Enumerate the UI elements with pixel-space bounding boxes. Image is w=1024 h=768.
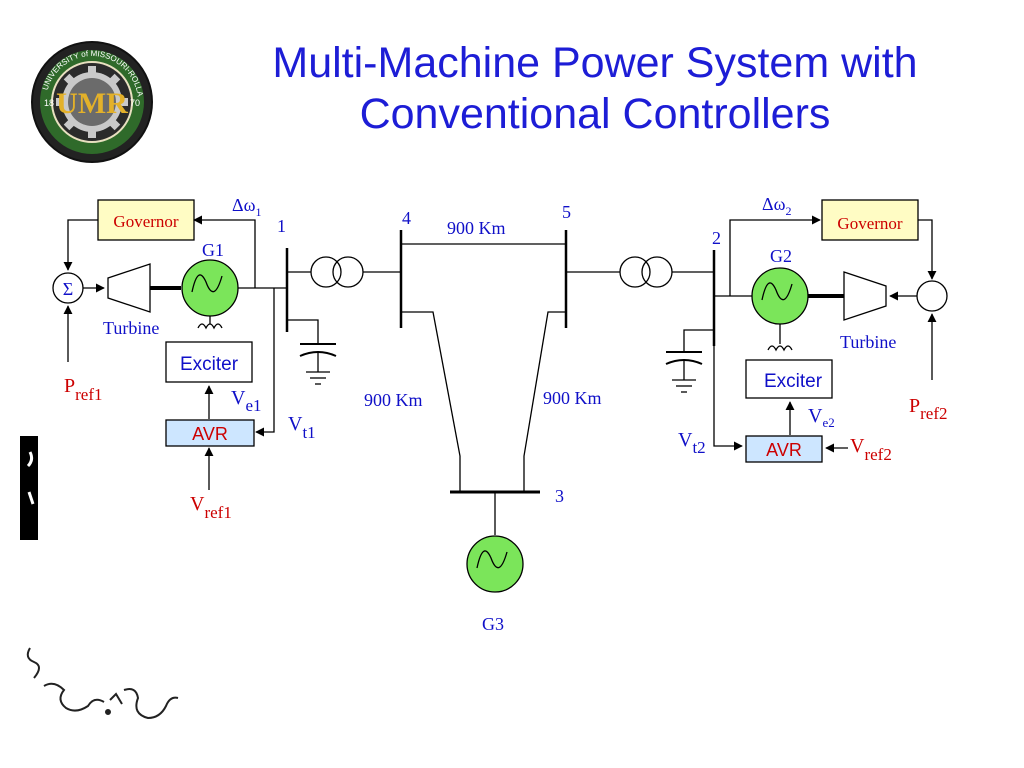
turbine-label-1: Turbine [103, 318, 159, 338]
left-machine: Governor Σ Exciter AVR [52, 199, 401, 490]
avr-label-1: AVR [192, 424, 228, 444]
governor-block-1 [97, 199, 195, 241]
page-title: Multi-Machine Power System with Conventi… [235, 38, 955, 140]
right-machine: Governor Exciter AVR [665, 199, 948, 463]
ve2-label: Ve2 [808, 405, 835, 430]
avr-label-2: AVR [766, 440, 802, 460]
bus-3-label: 3 [555, 486, 564, 506]
turbine-label-2: Turbine [840, 332, 896, 352]
generator-g1 [181, 259, 239, 317]
g3-label: G3 [482, 614, 504, 634]
network-labels: 4 5 900 Km 900 Km 900 Km 3 G3 [364, 202, 602, 634]
vref2-label: Vref2 [850, 435, 892, 464]
logo-year-left: 18 [44, 98, 54, 108]
bus-1-label: 1 [277, 216, 286, 236]
network [399, 230, 714, 593]
ve1-label: Ve1 [231, 387, 262, 415]
exciter-label-1: Exciter [180, 354, 239, 375]
logo-monogram: UMR [56, 87, 128, 120]
sigma-symbol-1: Σ [63, 279, 73, 299]
right-labels: 2 G2 Δω2 Turbine Pref2 Vref2 Ve2 Vt2 [678, 194, 948, 464]
g1-label: G1 [202, 240, 224, 260]
governor-label-2: Governor [837, 214, 902, 233]
line-5-3-label: 900 Km [543, 388, 602, 408]
vt1-label: Vt1 [288, 413, 316, 442]
avr-block-2 [745, 435, 823, 463]
delta-omega-1: Δω1 [232, 195, 261, 219]
line-4-5-label: 900 Km [447, 218, 506, 238]
g2-label: G2 [770, 246, 792, 266]
generator-g2 [751, 267, 809, 325]
pref2-label: Pref2 [909, 395, 948, 423]
bus-2-label: 2 [712, 228, 721, 248]
exciter-block-2 [745, 359, 833, 399]
signature-decoration [26, 647, 179, 720]
turbine-1 [107, 263, 151, 313]
left-labels: G1 Turbine Δω1 1 Pref1 Vref1 Ve1 Vt1 [64, 195, 316, 522]
left-edge-decoration [20, 436, 38, 540]
exciter-label-2: Exciter [764, 371, 823, 392]
vref1-label: Vref1 [190, 493, 232, 522]
exciter-block-1 [165, 341, 253, 383]
vt2-label: Vt2 [678, 429, 706, 457]
logo-year-right: 70 [130, 98, 140, 108]
university-logo: UMR 18 70 UNIVERSITY of MISSOURI-ROLLA [31, 41, 153, 163]
governor-label-1: Governor [113, 212, 178, 231]
line-4-3-label: 900 Km [364, 390, 423, 410]
avr-block-1 [165, 419, 255, 447]
generator-g3 [466, 535, 524, 593]
turbine-2 [843, 271, 887, 321]
bus-4-label: 4 [402, 208, 411, 228]
delta-omega-2: Δω2 [762, 194, 791, 218]
title-line-2: Conventional Controllers [359, 90, 831, 138]
pref1-label: Pref1 [64, 375, 103, 404]
summing-junction-2 [916, 280, 948, 312]
governor-block-2 [821, 199, 919, 241]
bus-5-label: 5 [562, 202, 571, 222]
title-line-1: Multi-Machine Power System with [272, 39, 918, 87]
